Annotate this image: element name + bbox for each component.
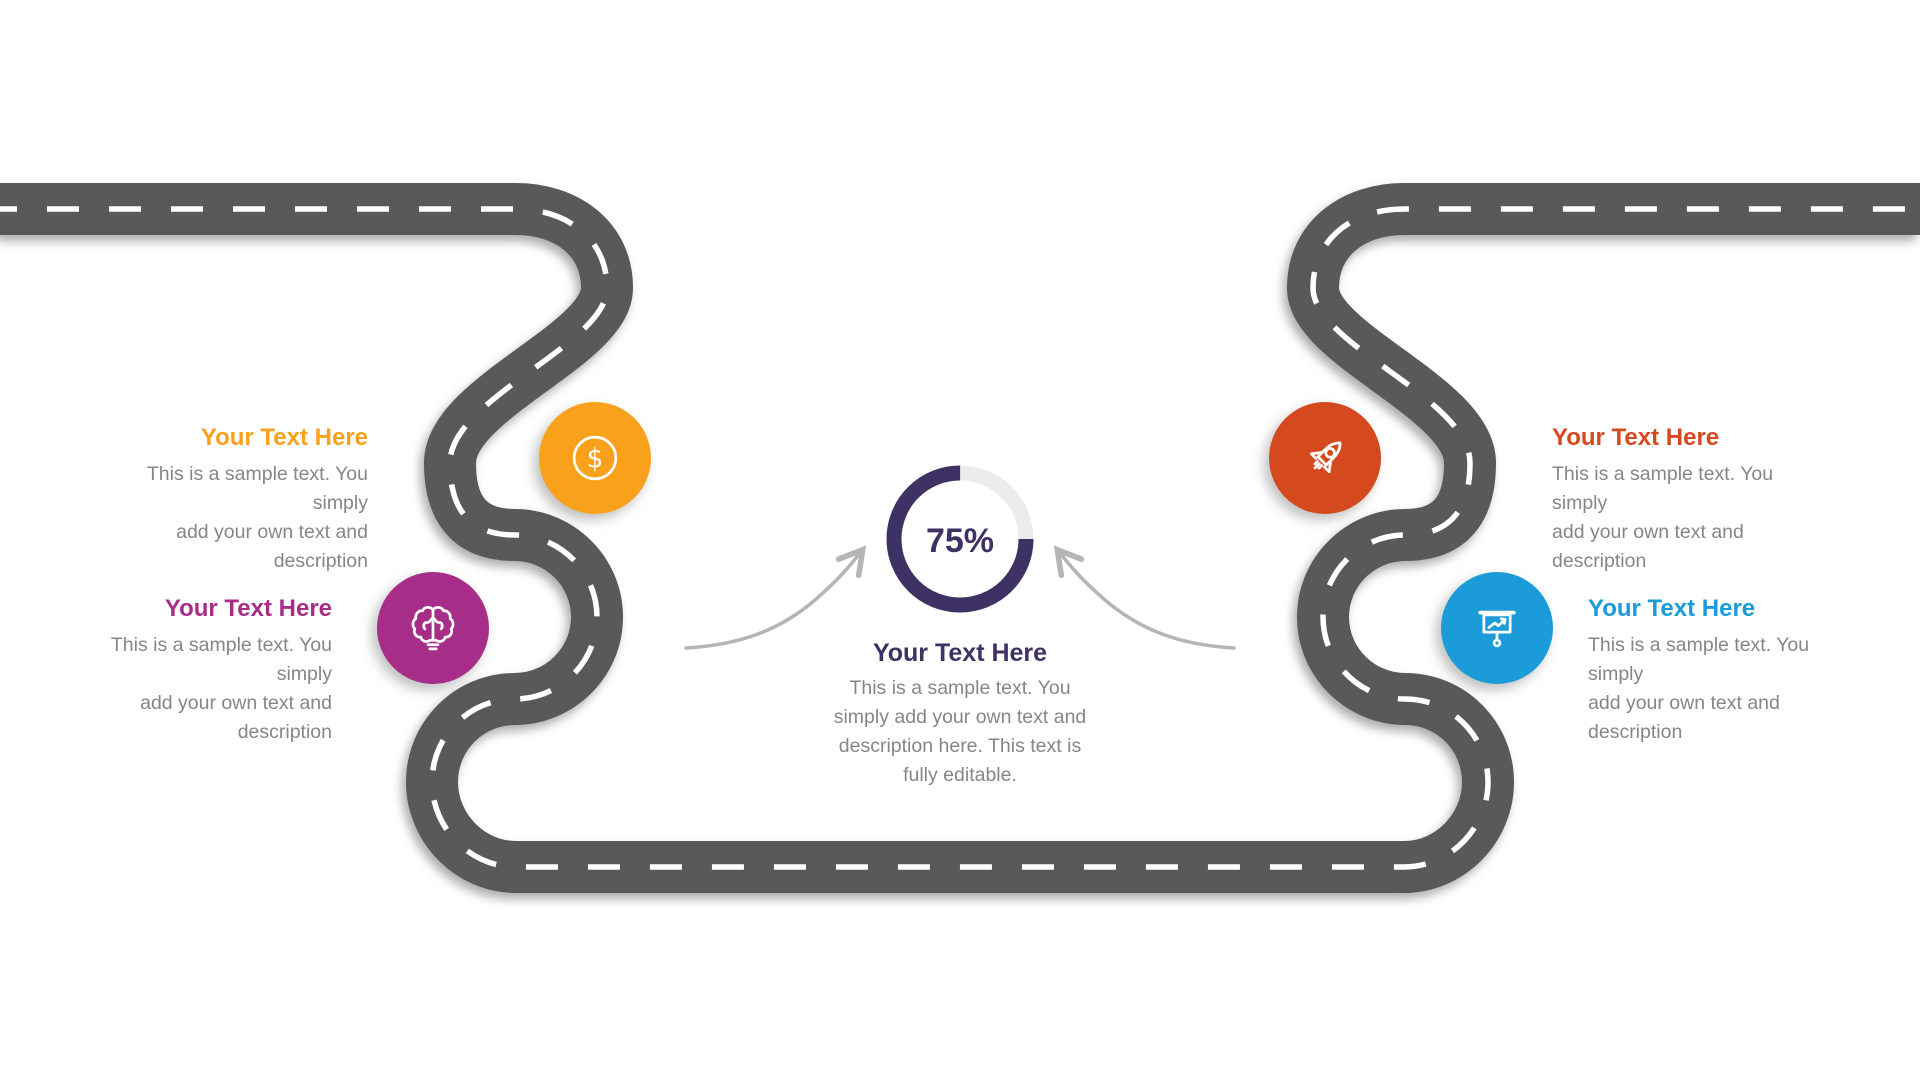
rocket-icon [1309, 441, 1342, 474]
body-line: This is a sample text. You simply [146, 463, 368, 514]
milestone-circle-3 [1269, 402, 1381, 514]
brain-idea-icon [411, 606, 455, 651]
milestone-circle-4 [1441, 572, 1553, 684]
milestone-text-4: Your Text Here This is a sample text. Yo… [1588, 594, 1848, 747]
milestone-circle-2 [377, 572, 489, 684]
body-line: This is a sample text. You simply [110, 634, 332, 685]
body-line: add your own text and description [1588, 692, 1780, 743]
milestone-body: This is a sample text. You simply add yo… [72, 631, 332, 747]
body-line: add your own text and description [176, 521, 368, 572]
milestone-heading: Your Text Here [200, 424, 368, 451]
milestone-heading: Your Text Here [164, 595, 332, 622]
body-line: description here. This text is [838, 735, 1082, 757]
body-line: This is a sample text. You [849, 677, 1071, 699]
milestone-heading: Your Text Here [1588, 595, 1756, 622]
road-centerline [0, 206, 1920, 870]
body-line: fully editable. [903, 764, 1017, 786]
body-line: add your own text and description [1552, 521, 1744, 572]
center-text-block: Your Text Here This is a sample text. Yo… [810, 638, 1110, 790]
presentation-chart-icon [1478, 610, 1516, 648]
donut-percent-label: 75% [926, 522, 994, 560]
milestone-body: This is a sample text. You simply add yo… [1552, 460, 1812, 576]
milestone-heading: Your Text Here [1552, 424, 1720, 451]
center-body: This is a sample text. You simply add yo… [810, 674, 1110, 790]
body-line: simply add your own text and [833, 706, 1087, 728]
dollar-coin-icon: $ [572, 435, 618, 481]
donut-gauge: 75% [875, 454, 1045, 624]
body-line: This is a sample text. You simply [1552, 463, 1774, 514]
milestone-body: This is a sample text. You simply add yo… [1588, 631, 1848, 747]
milestone-text-2: Your Text Here This is a sample text. Yo… [72, 594, 332, 747]
milestone-body: This is a sample text. You simply add yo… [108, 460, 368, 576]
body-line: add your own text and description [140, 692, 332, 743]
left-curved-arrow [684, 545, 867, 650]
milestone-text-3: Your Text Here This is a sample text. Yo… [1552, 423, 1812, 576]
right-curved-arrow [1053, 545, 1236, 650]
donut-progress-arc [886, 465, 1034, 613]
milestone-text-1: Your Text Here This is a sample text. Yo… [108, 423, 368, 576]
center-heading: Your Text Here [872, 639, 1048, 667]
milestone-circle-1: $ [539, 402, 651, 514]
body-line: This is a sample text. You simply [1588, 634, 1810, 685]
dollar-glyph: $ [587, 444, 604, 474]
